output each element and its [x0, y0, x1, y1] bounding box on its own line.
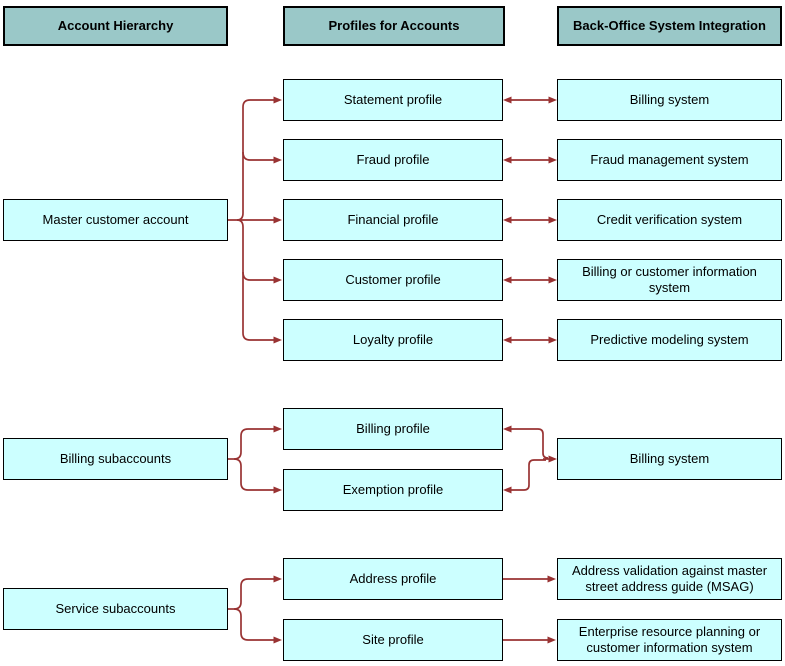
connector-service-subaccounts-to-site-profile — [233, 608, 282, 644]
box-address-profile: Address profile — [283, 558, 503, 600]
box-fraud-management-system: Fraud management system — [557, 139, 782, 181]
box-credit-verification-system: Credit verification system — [557, 199, 782, 241]
box-fraud-profile: Fraud profile — [283, 139, 503, 181]
box-customer-profile: Customer profile — [283, 259, 503, 301]
header-profiles-for-accounts: Profiles for Accounts — [283, 6, 505, 46]
connector-exemption-profile-billing-system — [503, 459, 546, 494]
box-service-subaccounts: Service subaccounts — [3, 588, 228, 630]
box-billing-subaccounts: Billing subaccounts — [3, 438, 228, 480]
box-enterprise-resource-planning: Enterprise resource planning or customer… — [557, 619, 782, 661]
box-statement-profile: Statement profile — [283, 79, 503, 121]
box-financial-profile: Financial profile — [283, 199, 503, 241]
connector-service-subaccounts-to-address-profile — [233, 575, 282, 610]
header-account-hierarchy: Account Hierarchy — [3, 6, 228, 46]
box-address-validation-msag: Address validation against master street… — [557, 558, 782, 600]
connector-billing-profile-billing-system — [503, 425, 549, 459]
box-master-customer-account: Master customer account — [3, 199, 228, 241]
connector-master-to-statement-profile — [236, 96, 282, 221]
box-billing-system: Billing system — [557, 79, 782, 121]
connector-master-to-loyalty-profile — [236, 219, 282, 344]
connector-billing-subaccounts-to-exemption-profile — [233, 458, 282, 494]
connector-master-to-fraud-profile — [242, 151, 282, 164]
box-billing-or-customer-information-system: Billing or customer information system — [557, 259, 782, 301]
box-site-profile: Site profile — [283, 619, 503, 661]
box-exemption-profile: Exemption profile — [283, 469, 503, 511]
box-billing-profile: Billing profile — [283, 408, 503, 450]
connector-master-to-customer-profile — [242, 271, 282, 284]
connector-billing-subaccounts-to-billing-profile — [233, 425, 282, 460]
box-loyalty-profile: Loyalty profile — [283, 319, 503, 361]
box-billing-system-subaccounts: Billing system — [557, 438, 782, 480]
header-back-office-system-integration: Back-Office System Integration — [557, 6, 782, 46]
box-predictive-modeling-system: Predictive modeling system — [557, 319, 782, 361]
